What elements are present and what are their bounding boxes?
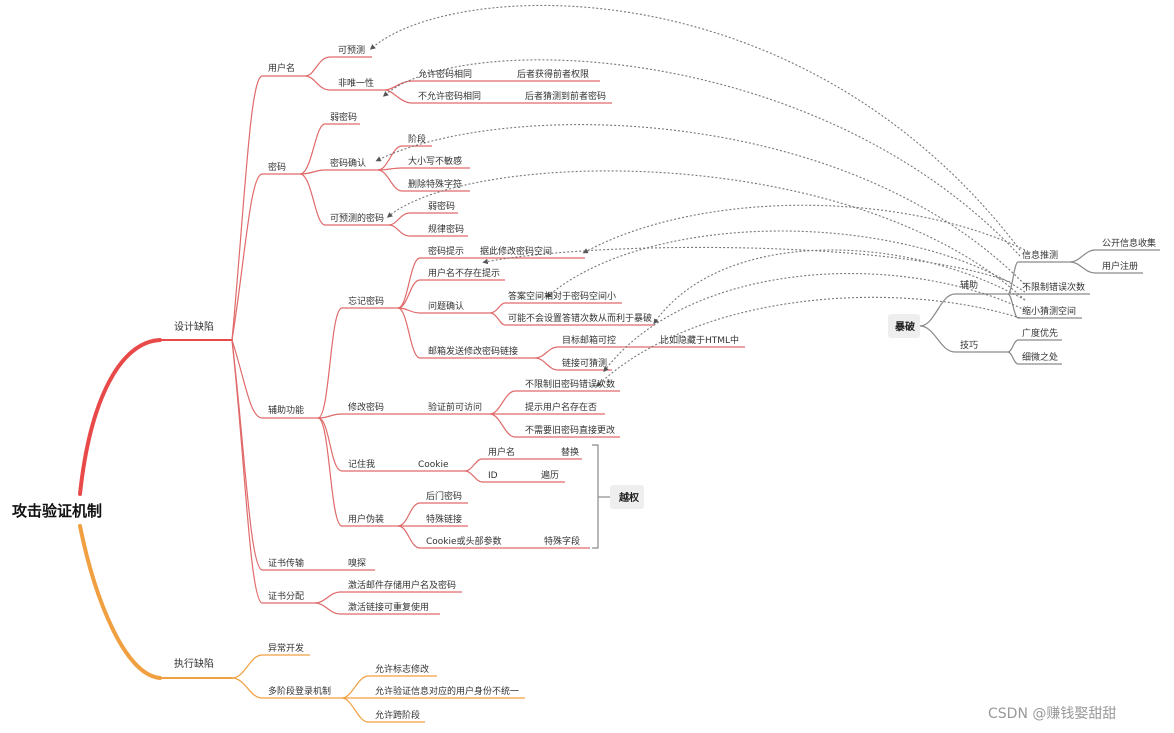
disallow-same-password[interactable]: 不允许密码相同	[418, 90, 481, 102]
subtle-details[interactable]: 细微之处	[1022, 351, 1058, 363]
reduce-space[interactable]: 据此修改密码空间	[480, 245, 552, 257]
privilege-label: 越权	[618, 491, 640, 504]
question-confirm[interactable]: 问题确认	[428, 300, 464, 312]
narrow-guess-space[interactable]: 缩小猜测空间	[1022, 305, 1076, 317]
exec-connectors	[231, 654, 525, 723]
username-label[interactable]: 用户名	[268, 62, 295, 74]
root-label: 攻击验证机制	[12, 502, 102, 520]
allow-flag-modify[interactable]: 允许标志修改	[375, 663, 429, 675]
cookie-id[interactable]: ID	[488, 471, 498, 481]
activation-link-reuse[interactable]: 激活链接可重复使用	[348, 601, 429, 613]
password-weak2[interactable]: 弱密码	[428, 200, 455, 212]
special-link[interactable]: 特殊链接	[426, 513, 462, 525]
remember-me[interactable]: 记住我	[348, 458, 375, 470]
pre-verify-access[interactable]: 验证前可访问	[428, 401, 482, 413]
password-weak[interactable]: 弱密码	[330, 111, 357, 123]
no-old-password-needed[interactable]: 不需要旧密码直接更改	[525, 424, 615, 436]
password-predictable[interactable]: 可预测的密码	[330, 212, 384, 224]
public-info-collect[interactable]: 公开信息收集	[1102, 237, 1156, 249]
cert-transfer[interactable]: 证书传输	[268, 557, 304, 569]
root-node[interactable]: 攻击验证机制	[0, 494, 131, 526]
hidden-in-html[interactable]: 比如隐藏于HTML中	[660, 334, 739, 346]
cookie-or-header[interactable]: Cookie或头部参数	[426, 535, 502, 547]
no-limit-old-password[interactable]: 不限制旧密码错误次数	[525, 378, 615, 390]
password-truncate[interactable]: 阶段	[408, 133, 426, 145]
info-guess[interactable]: 信息推测	[1022, 249, 1058, 261]
change-password[interactable]: 修改密码	[348, 401, 384, 413]
watermark: CSDN @赚钱娶甜甜	[988, 706, 1116, 722]
branch-exec-label[interactable]: 执行缺陷	[174, 657, 214, 670]
brute-tips[interactable]: 技巧	[960, 339, 978, 351]
sniff[interactable]: 嗅探	[348, 557, 366, 569]
aux-label[interactable]: 辅助功能	[268, 404, 304, 416]
cookie-traverse[interactable]: 遍历	[541, 469, 559, 481]
allow-identity-mismatch[interactable]: 允许验证信息对应的用户身份不统一	[375, 685, 519, 697]
password-label[interactable]: 密码	[268, 161, 286, 173]
answer-space[interactable]: 答案空间相对于密码空间小	[508, 290, 616, 302]
special-field[interactable]: 特殊字段	[544, 535, 580, 547]
username-non-unique[interactable]: 非唯一性	[338, 77, 374, 89]
password-confirm[interactable]: 密码确认	[330, 157, 366, 169]
password-case-insensitive[interactable]: 大小写不敏感	[408, 155, 462, 167]
branch-design-label[interactable]: 设计缺陷	[174, 320, 214, 333]
backdoor-password[interactable]: 后门密码	[426, 490, 462, 502]
design-connectors	[231, 56, 745, 615]
no-limit-answer[interactable]: 可能不会设置答错次数从而利于暴破	[508, 312, 652, 324]
multistage-login[interactable]: 多阶段登录机制	[268, 685, 331, 697]
user-not-exist-hint[interactable]: 用户名不存在提示	[428, 267, 500, 279]
email-link[interactable]: 邮箱发送修改密码链接	[428, 345, 518, 357]
allow-same-password[interactable]: 允许密码相同	[418, 68, 472, 80]
hint-user-exists[interactable]: 提示用户名存在否	[525, 401, 597, 413]
brute-connectors	[919, 249, 1160, 365]
breadth-first[interactable]: 广度优先	[1022, 327, 1058, 339]
username-predictable[interactable]: 可预测	[338, 45, 365, 56]
privilege-box[interactable]: 越权	[610, 485, 644, 509]
allow-stage-skip[interactable]: 允许跨阶段	[375, 709, 420, 721]
password-strip-special[interactable]: 删除特殊字符	[408, 178, 462, 190]
exception-dev[interactable]: 异常开发	[268, 642, 304, 654]
cert-distribution[interactable]: 证书分配	[268, 591, 304, 602]
brute-aux[interactable]: 辅助	[960, 279, 978, 291]
allow-same-result[interactable]: 后者获得前者权限	[517, 68, 589, 80]
password-hint[interactable]: 密码提示	[428, 245, 464, 257]
brute-box[interactable]: 暴破	[888, 314, 920, 338]
link-guessable[interactable]: 链接可猜测	[562, 357, 607, 369]
cookie-username[interactable]: 用户名	[488, 446, 515, 458]
forgot-password[interactable]: 忘记密码	[348, 295, 384, 307]
relation-arrows	[369, 4, 1031, 387]
disallow-same-result[interactable]: 后者猜测到前者密码	[525, 90, 606, 102]
brute-label: 暴破	[894, 320, 915, 333]
cookie-node[interactable]: Cookie	[418, 460, 449, 470]
password-regular[interactable]: 规律密码	[428, 223, 464, 235]
user-impersonate[interactable]: 用户伪装	[348, 513, 384, 525]
unlimited-attempts[interactable]: 不限制错误次数	[1022, 281, 1085, 293]
root-connectors	[78, 338, 233, 680]
user-register[interactable]: 用户注册	[1102, 260, 1138, 272]
email-controllable[interactable]: 目标邮箱可控	[562, 334, 616, 346]
privilege-bracket	[592, 444, 610, 549]
cookie-replace[interactable]: 替换	[561, 446, 579, 458]
activation-email-store[interactable]: 激活邮件存储用户名及密码	[348, 579, 456, 591]
